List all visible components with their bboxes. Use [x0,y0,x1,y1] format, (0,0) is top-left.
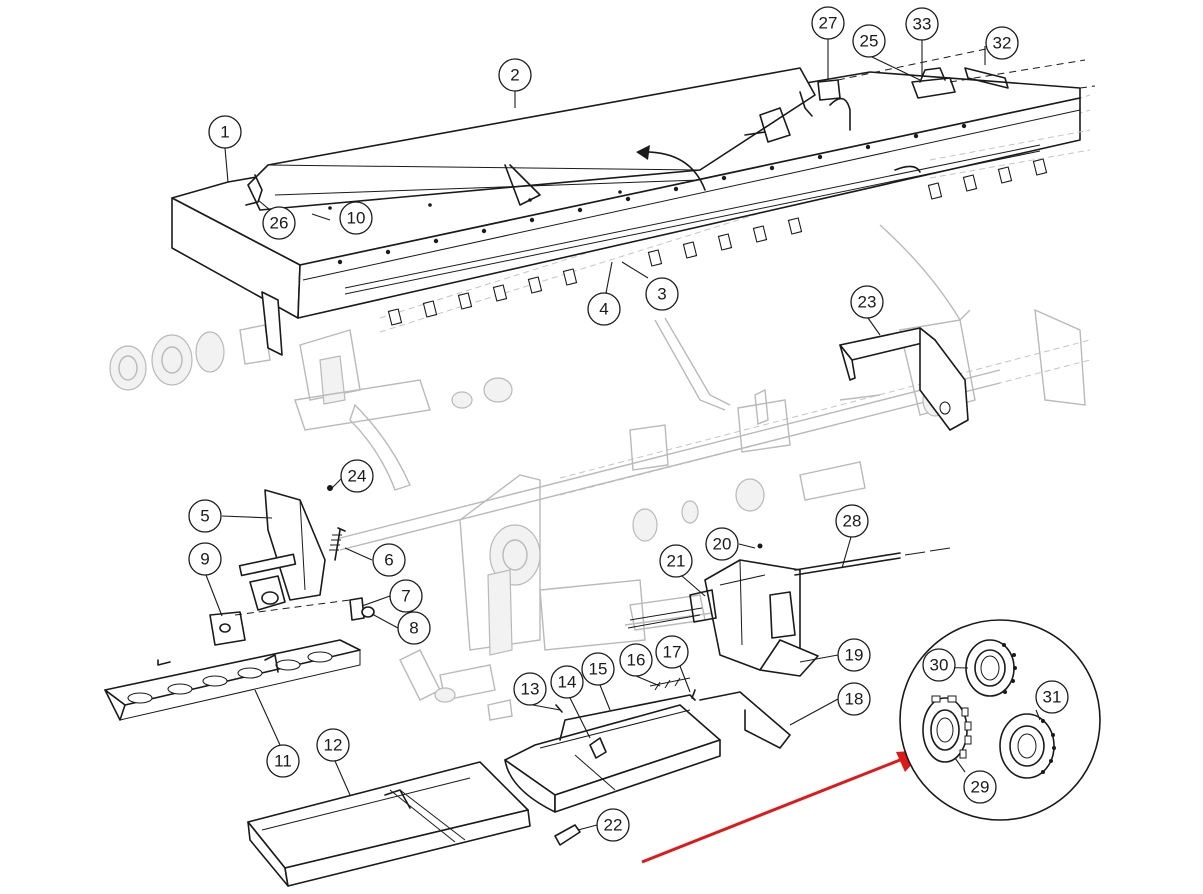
callout-24: 24 [340,459,374,493]
callout-7: 7 [389,579,423,613]
svg-text:26: 26 [270,214,289,233]
lower-tray-right [504,677,791,813]
callout-11: 11 [266,744,300,778]
sprocket-29-teeth [931,695,972,759]
svg-text:25: 25 [860,32,879,51]
drive-housing [627,543,951,677]
svg-text:31: 31 [1043,688,1062,707]
sprocket-30-teeth [1002,643,1017,694]
svg-text:12: 12 [324,736,343,755]
svg-text:9: 9 [200,550,209,569]
callout-27: 27 [811,6,845,40]
svg-text:17: 17 [663,643,682,662]
top-cover-panel [245,67,816,211]
callout-25: 25 [852,24,886,58]
callout-2: 2 [498,58,532,92]
upper-right-bracket [839,327,969,431]
svg-text:7: 7 [401,587,410,606]
callout-3: 3 [645,277,679,311]
svg-text:33: 33 [913,15,932,34]
callout-20: 20 [705,527,739,561]
svg-text:32: 32 [993,34,1012,53]
svg-text:30: 30 [930,656,949,675]
callout-1: 1 [208,115,242,149]
callout-19: 19 [837,638,871,672]
lower-tray-left [247,761,531,887]
svg-text:23: 23 [858,293,877,312]
callout-30: 30 [922,648,956,682]
callout-32: 32 [985,26,1019,60]
svg-text:29: 29 [971,778,990,797]
svg-text:16: 16 [627,651,646,670]
lower-slotted-rail [104,639,361,721]
callout-4: 4 [587,292,621,326]
trough-slots [387,158,1048,326]
small-clip-part [554,824,581,846]
callout-14: 14 [550,665,584,699]
callout-13: 13 [513,672,547,706]
svg-text:14: 14 [558,673,577,692]
rotate-direction-arrow [636,145,706,191]
svg-text:1: 1 [220,123,229,142]
callout-28: 28 [835,504,869,538]
callout-26: 26 [262,206,296,240]
svg-text:27: 27 [819,14,838,33]
callout-16: 16 [619,643,653,677]
svg-text:10: 10 [347,209,366,228]
callout-21: 21 [659,544,693,578]
svg-text:28: 28 [843,512,862,531]
sprocket-31-teeth [1041,719,1056,774]
detail-inset [899,619,1101,821]
svg-text:15: 15 [589,660,608,679]
callout-33: 33 [905,7,939,41]
svg-text:5: 5 [200,507,209,526]
svg-text:20: 20 [713,535,732,554]
ghost-assembly [109,94,1091,721]
callout-23: 23 [850,285,884,319]
svg-text:3: 3 [657,285,666,304]
callout-8: 8 [397,611,431,645]
callout-17: 17 [655,635,689,669]
svg-text:19: 19 [845,646,864,665]
callout-5: 5 [188,499,222,533]
callout-9: 9 [188,542,222,576]
callout-31: 31 [1035,680,1069,714]
callout-18: 18 [837,682,871,716]
svg-text:4: 4 [599,300,608,319]
callout-15: 15 [581,652,615,686]
svg-text:6: 6 [384,551,393,570]
callout-10: 10 [339,201,373,235]
svg-text:13: 13 [521,680,540,699]
svg-text:8: 8 [409,619,418,638]
svg-text:11: 11 [274,752,292,771]
callout-29: 29 [963,770,997,804]
leader-lines [205,39,1041,831]
svg-text:22: 22 [604,816,623,835]
svg-text:24: 24 [348,467,367,486]
callouts: 1 2 3 4 5 6 7 8 9 10 11 12 13 14 15 16 1… [188,6,1069,842]
svg-text:18: 18 [845,690,864,709]
left-bracket-assembly [209,485,375,646]
callout-6: 6 [372,543,406,577]
frame-bolt-holes [337,123,967,265]
svg-text:2: 2 [510,66,519,85]
callout-22: 22 [596,808,630,842]
svg-text:21: 21 [667,552,686,571]
callout-12: 12 [316,728,350,762]
